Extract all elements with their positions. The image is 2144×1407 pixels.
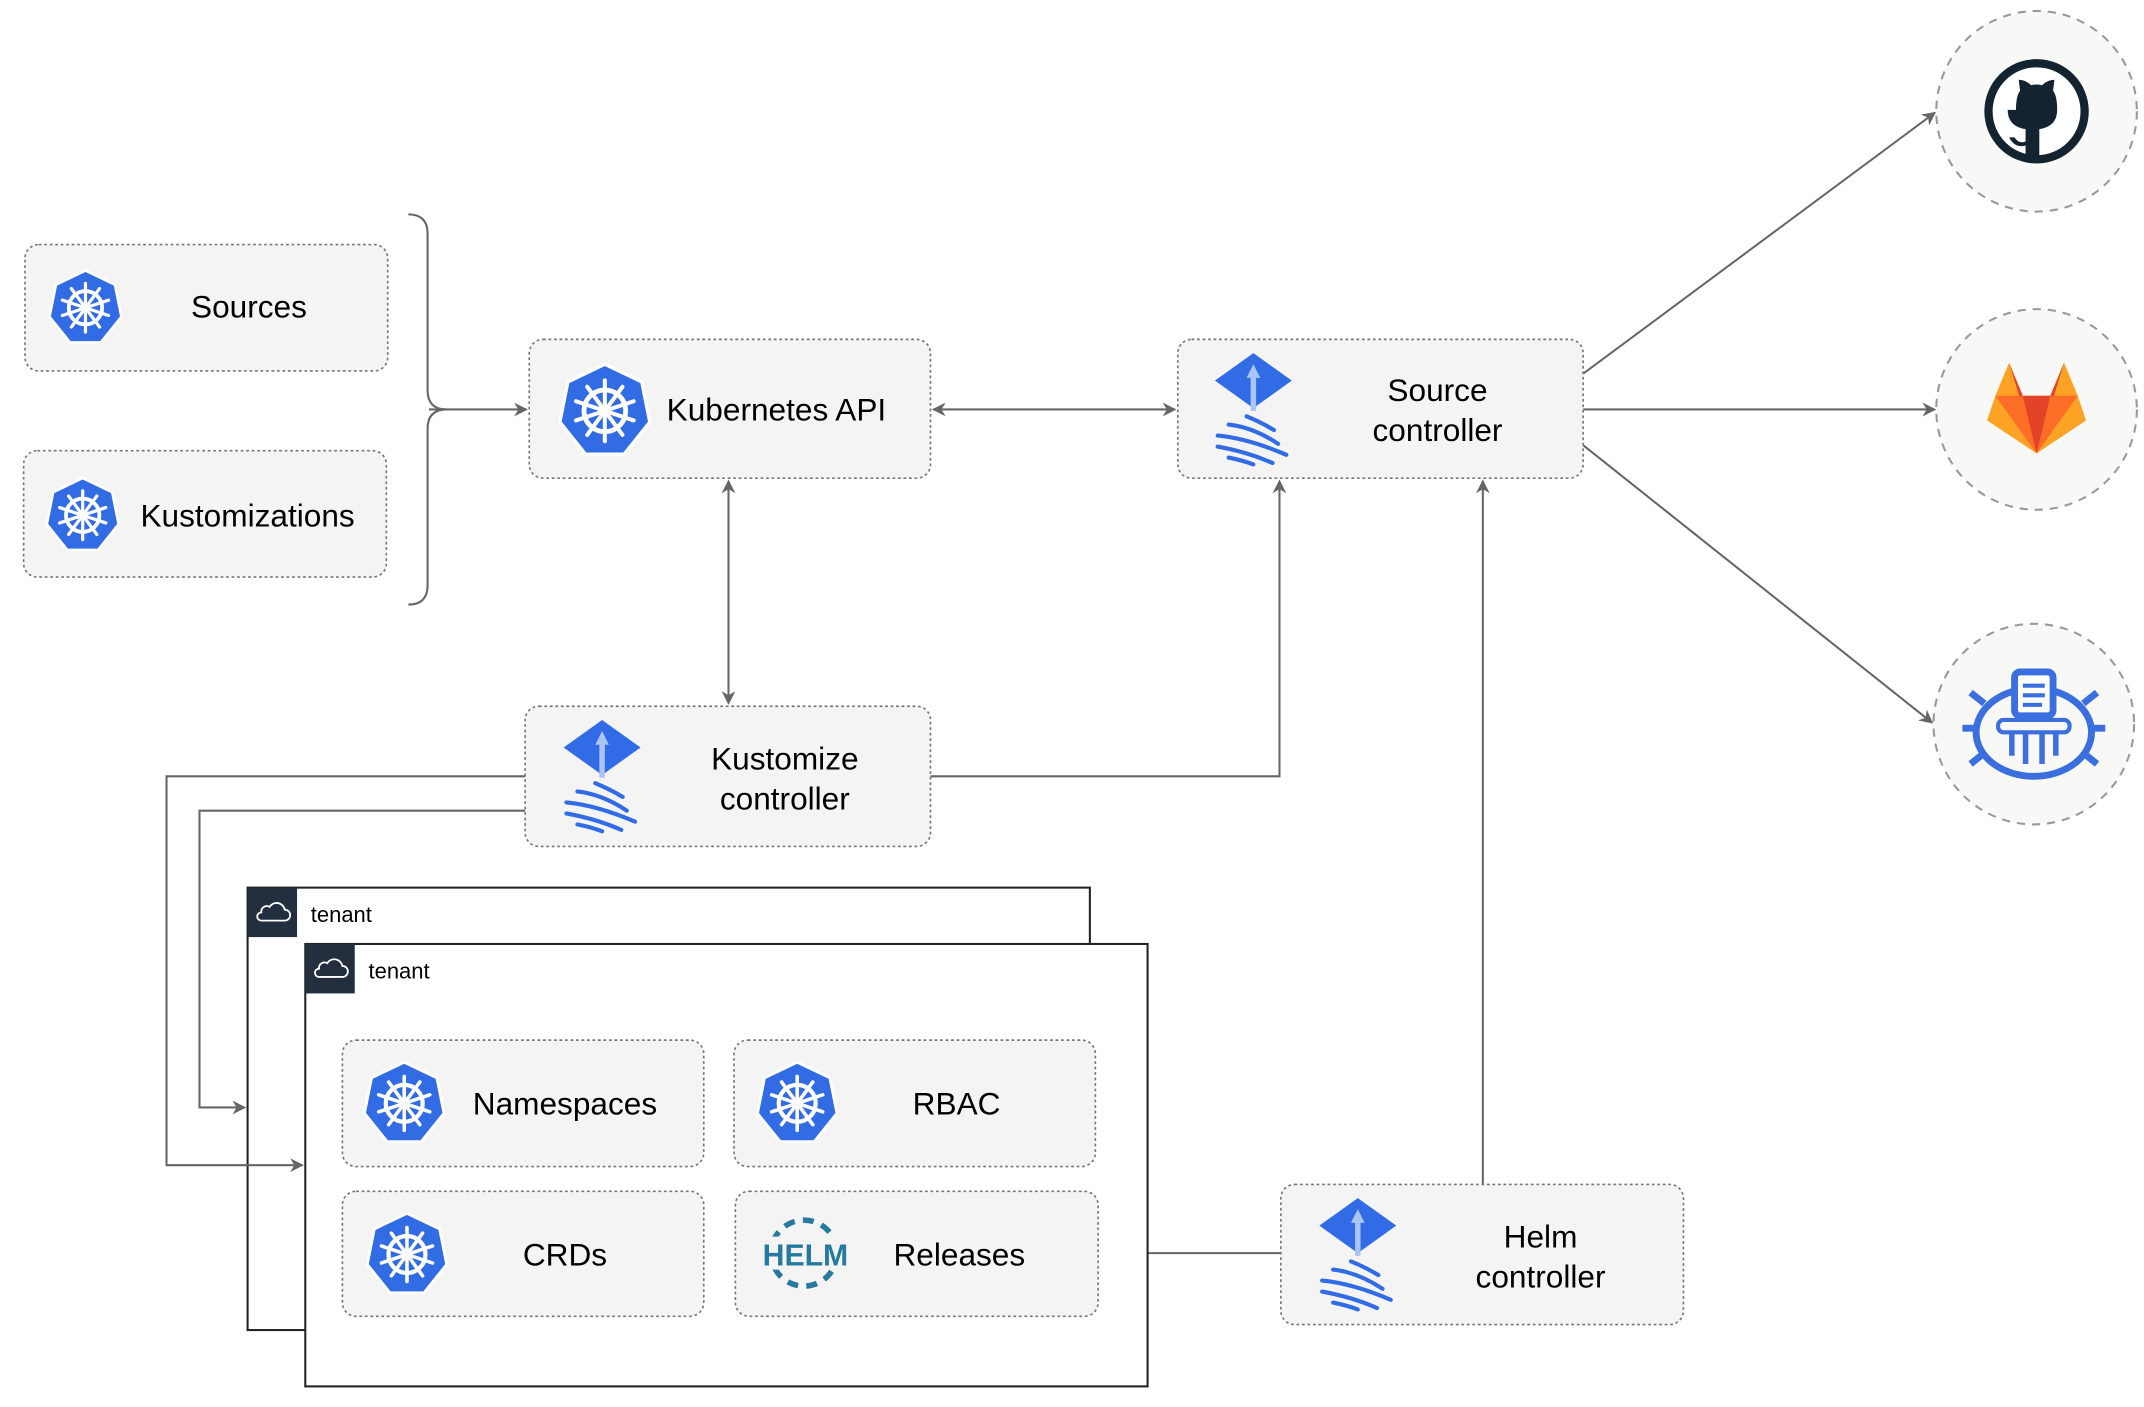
rbac-label: RBAC [913,1085,1001,1121]
kubernetes-icon [364,1062,444,1142]
source-controller-label-1: Source [1387,372,1487,408]
external-bucket[interactable] [1932,622,2136,826]
cloud-icon [314,958,349,978]
sources-label: Sources [191,288,307,324]
external-github[interactable] [1935,9,2138,213]
edge-kustomize-to-tenant-front [165,775,526,1173]
node-namespaces[interactable]: Namespaces [341,1039,705,1168]
kustomize-controller-label-1: Kustomize [711,740,858,776]
node-crds[interactable]: CRDs [341,1190,705,1318]
node-sources[interactable]: Sources [24,243,389,372]
namespaces-label: Namespaces [473,1085,657,1121]
tenant-label: tenant [369,958,430,983]
kubernetes-icon [367,1213,447,1293]
github-icon [1984,59,2089,164]
kustomize-controller-label-2: controller [720,780,850,816]
tenant-label: tenant [311,902,372,927]
edge-kustomize-to-tenant-back [198,809,526,1115]
edge-source-to-bucket [1582,444,1934,724]
cloud-icon [256,902,291,922]
node-source-controller[interactable]: Source controller [1176,338,1584,479]
source-controller-label-2: controller [1373,412,1503,448]
external-gitlab[interactable] [1935,308,2138,511]
edge-kustomize-to-source-controller [930,479,1287,778]
kubernetes-api-label: Kubernetes API [667,391,887,427]
edge-source-to-github [1582,111,1936,375]
kubernetes-icon [560,364,650,454]
node-kustomizations[interactable]: Kustomizations [22,449,388,578]
helm-logo-text: HELM [763,1239,849,1272]
crds-label: CRDs [523,1236,607,1272]
helm-icon: HELM [763,1217,849,1289]
releases-label: Releases [893,1236,1025,1272]
kustomizations-label: Kustomizations [140,497,354,533]
kubernetes-icon [47,269,124,345]
node-releases[interactable]: HELM Releases [734,1190,1099,1318]
node-kustomize-controller[interactable]: Kustomize controller [524,705,932,848]
kubernetes-icon [757,1062,837,1142]
gitlab-icon [1987,362,2087,454]
node-helm-controller[interactable]: Helm controller [1280,1183,1685,1326]
node-kubernetes-api[interactable]: Kubernetes API [528,338,932,479]
bucket-icon [1962,668,2106,780]
helm-controller-label-1: Helm [1504,1219,1578,1255]
kubernetes-icon [44,476,121,552]
helm-controller-label-2: controller [1476,1258,1606,1294]
bracket-sources-kustomizations [408,213,447,606]
node-rbac[interactable]: RBAC [733,1039,1097,1168]
